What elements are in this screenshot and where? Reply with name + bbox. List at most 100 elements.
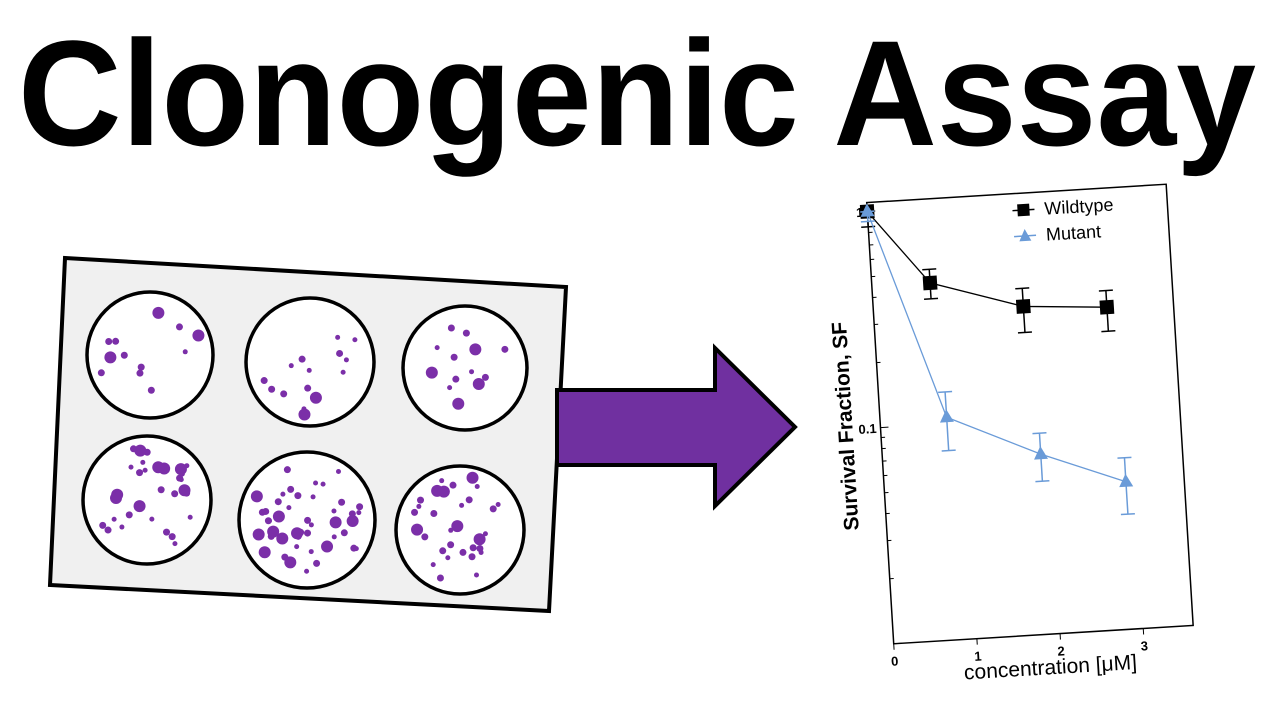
x-tick-label: 1: [974, 648, 982, 663]
colony: [478, 549, 484, 555]
colony: [99, 521, 107, 529]
well: [244, 296, 376, 428]
colony: [272, 510, 285, 523]
colony: [434, 345, 440, 351]
colony: [313, 559, 321, 567]
colony: [340, 369, 346, 375]
colony: [147, 386, 155, 394]
colony: [445, 555, 451, 561]
colony: [134, 444, 147, 457]
colony: [268, 385, 276, 393]
colony: [304, 529, 312, 537]
colony: [298, 408, 311, 421]
series-mutant: [860, 203, 1135, 516]
data-point: [939, 409, 954, 423]
colony: [136, 369, 144, 377]
colony: [294, 492, 302, 500]
colony: [430, 562, 436, 568]
colony: [331, 534, 337, 540]
data-point: [1099, 299, 1115, 315]
x-tick-label: 0: [891, 654, 899, 669]
colony: [489, 505, 497, 513]
well-circle: [401, 304, 529, 432]
colony: [417, 496, 425, 504]
colony: [356, 503, 364, 511]
legend-label: Wildtype: [1044, 195, 1114, 219]
colony: [163, 528, 171, 536]
colony: [288, 363, 294, 369]
colony: [448, 527, 454, 533]
colony: [274, 498, 282, 506]
colony: [335, 468, 341, 474]
colony: [449, 481, 457, 489]
colony: [97, 369, 105, 377]
data-point: [860, 203, 875, 217]
colony: [152, 461, 165, 474]
colony: [304, 516, 312, 524]
colony: [313, 480, 319, 486]
error-cap: [924, 297, 939, 300]
colony: [171, 490, 179, 498]
series-line: [866, 211, 1107, 308]
colony: [142, 467, 148, 473]
colony: [468, 553, 476, 561]
colony: [469, 369, 475, 375]
colony: [425, 366, 438, 379]
legend-marker: [1017, 203, 1030, 217]
colony: [111, 516, 117, 522]
colony: [137, 363, 145, 371]
colony: [356, 510, 362, 516]
colony: [119, 524, 125, 530]
colony: [481, 373, 489, 381]
colony: [314, 392, 320, 398]
colony: [174, 463, 187, 476]
error-cap: [860, 220, 875, 223]
colony: [421, 533, 429, 541]
y-tick-label: 1: [856, 205, 864, 220]
page-title: Clonogenic Assay: [18, 9, 1256, 177]
colony: [452, 397, 465, 410]
x-axis-label: concentration [μM]: [963, 651, 1137, 685]
well: [394, 464, 526, 596]
colony: [140, 459, 146, 465]
colony: [447, 541, 455, 549]
legend-marker: [1019, 228, 1032, 242]
colony: [335, 334, 341, 340]
colony: [473, 533, 486, 546]
data-point: [1034, 446, 1049, 460]
colony: [149, 516, 155, 522]
colony: [105, 337, 113, 345]
y-tick-label: 0.1: [858, 421, 877, 437]
colony: [411, 523, 424, 536]
colony: [184, 463, 190, 469]
colony: [125, 511, 133, 519]
colony: [182, 349, 188, 355]
colony: [267, 525, 280, 538]
colony: [283, 466, 291, 474]
colony: [469, 544, 477, 552]
colony: [439, 547, 447, 555]
colony: [308, 522, 314, 528]
colony: [474, 535, 480, 541]
colony: [346, 515, 359, 528]
data-point: [922, 275, 938, 291]
colony: [472, 347, 480, 355]
colony: [430, 510, 438, 518]
colony: [450, 353, 458, 361]
colony: [451, 520, 464, 533]
colony: [343, 357, 349, 363]
colony: [495, 502, 501, 508]
colony: [136, 469, 144, 477]
colony: [482, 531, 488, 537]
colony: [129, 445, 137, 453]
colony: [168, 533, 176, 541]
data-point: [1119, 473, 1134, 488]
colony: [310, 494, 316, 500]
colony: [187, 514, 193, 520]
colony: [447, 324, 455, 332]
colony: [308, 549, 314, 555]
plot-frame: [865, 183, 1194, 645]
well-circle: [244, 296, 376, 428]
colony: [465, 496, 473, 504]
